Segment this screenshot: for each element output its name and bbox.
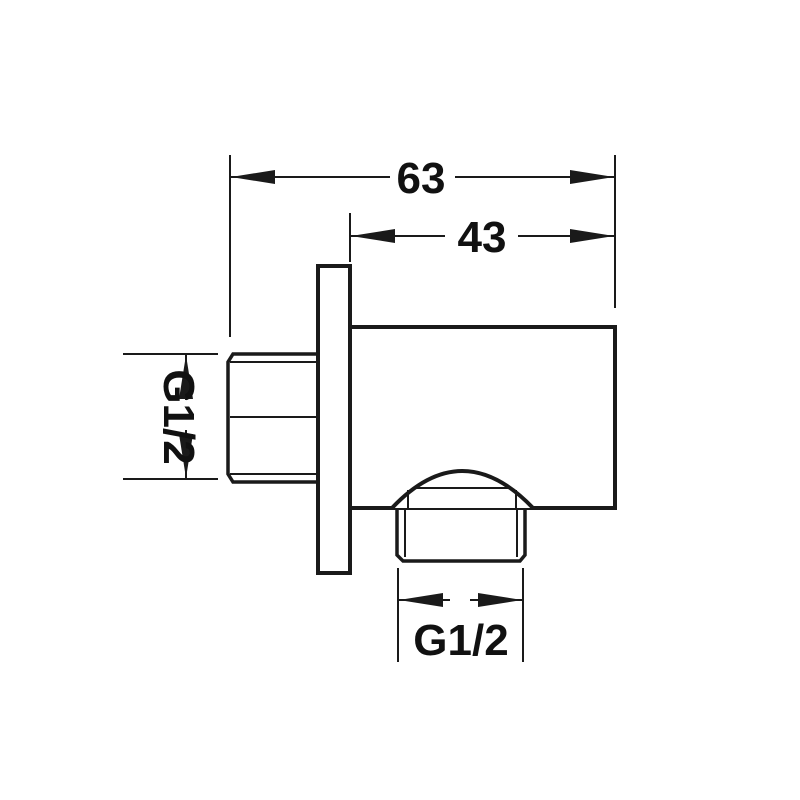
wall-flange: [316, 264, 352, 575]
outlet-dome: [390, 469, 535, 510]
inlet-thread-label: G1/2: [154, 369, 203, 464]
dimension-63-label: 63: [397, 154, 446, 203]
inlet-nipple: [226, 352, 317, 484]
outlet-nipple: [395, 508, 527, 563]
dimension-43-label: 43: [458, 213, 507, 262]
outlet-thread-label: G1/2: [413, 616, 508, 665]
